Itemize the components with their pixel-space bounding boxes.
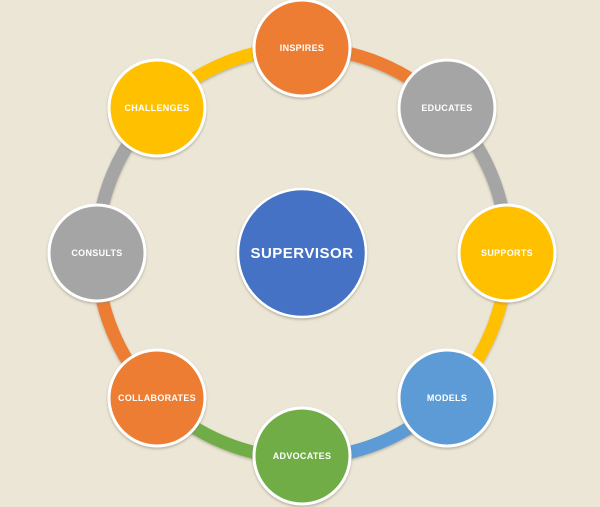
node-shape-models[interactable] (397, 348, 497, 448)
node-consults[interactable]: CONSULTS (47, 203, 147, 303)
center-shape-supervisor[interactable] (236, 187, 368, 319)
node-collaborates[interactable]: COLLABORATES (107, 348, 207, 448)
node-shape-advocates[interactable] (252, 406, 352, 506)
node-label-advocates: ADVOCATES (273, 451, 332, 461)
node-label-inspires: INSPIRES (280, 43, 324, 53)
node-shape-collaborates[interactable] (107, 348, 207, 448)
node-shape-educates[interactable] (397, 58, 497, 158)
satellite-nodes: INSPIRES EDUCATES SUPPORTS MODELS ADVOCA… (47, 0, 557, 506)
node-label-educates: EDUCATES (421, 103, 472, 113)
node-challenges[interactable]: CHALLENGES (107, 58, 207, 158)
node-advocates[interactable]: ADVOCATES (252, 406, 352, 506)
node-inspires[interactable]: INSPIRES (252, 0, 352, 98)
node-label-supports: SUPPORTS (481, 248, 533, 258)
node-supports[interactable]: SUPPORTS (457, 203, 557, 303)
node-label-consults: CONSULTS (71, 248, 122, 258)
node-shape-supports[interactable] (457, 203, 557, 303)
node-shape-challenges[interactable] (107, 58, 207, 158)
node-label-collaborates: COLLABORATES (118, 393, 196, 403)
center-label-supervisor: SUPERVISOR (250, 245, 353, 262)
node-shape-consults[interactable] (47, 203, 147, 303)
node-label-challenges: CHALLENGES (124, 103, 189, 113)
node-educates[interactable]: EDUCATES (397, 58, 497, 158)
center-node[interactable]: SUPERVISOR (236, 187, 368, 319)
node-shape-inspires[interactable] (252, 0, 352, 98)
node-label-models: MODELS (427, 393, 467, 403)
node-models[interactable]: MODELS (397, 348, 497, 448)
